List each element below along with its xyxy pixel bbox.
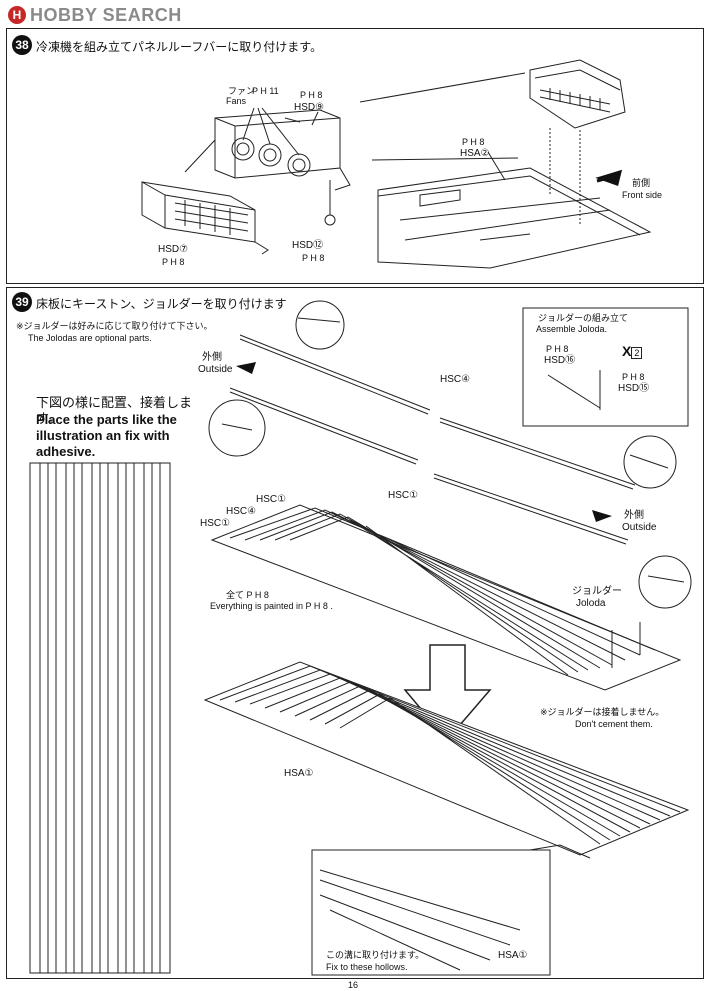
place-instruction-ja: 下図の様に配置、接着します。 xyxy=(36,395,193,426)
hsa1-label-b: HSA① xyxy=(498,950,528,961)
ph8-label-b: P H 8 xyxy=(162,257,185,267)
hobby-search-logo: H HOBBY SEARCH xyxy=(8,4,182,26)
hollow-note-en: Fix to these hollows. xyxy=(326,962,408,972)
hsd7-label: HSD⑦ xyxy=(158,244,189,255)
front-arrow xyxy=(595,169,623,186)
fans-label-ja: ファン xyxy=(228,86,256,96)
paint-note-ja: 全て P H 8 xyxy=(226,590,269,600)
outside-label-en-2: Outside xyxy=(622,522,657,533)
cooling-box-drawing xyxy=(141,181,269,255)
ph8-label-e: P H 8 xyxy=(546,344,569,354)
hsa2-label: HSA② xyxy=(460,148,490,159)
step-39-badge: 39 xyxy=(12,292,32,312)
joloda-label-ja: ジョルダー xyxy=(572,586,622,597)
no-cement-ja: ※ジョルダーは接着しません。 xyxy=(540,707,665,717)
floor-with-keystones-drawing xyxy=(210,504,682,691)
hsc1-label-b: HSC① xyxy=(256,494,287,505)
ph8-label-c: P H 8 xyxy=(302,253,325,263)
outside-label-ja-1: 外側 xyxy=(202,352,222,363)
step-39-panel xyxy=(6,287,704,979)
ph8-label-f: P H 8 xyxy=(622,372,645,382)
refrigerator-unit-drawing xyxy=(529,59,626,129)
ph8-label-a: P H 8 xyxy=(300,90,323,100)
step-38-title: 冷凍機を組み立てパネルルーフバーに取り付けます。 xyxy=(36,40,323,54)
hsc4-label-a: HSC④ xyxy=(440,374,471,385)
hsd9-label: HSD⑨ xyxy=(294,102,325,113)
hsd16-label: HSD⑯ xyxy=(544,355,576,366)
hsc4-label-b: HSC④ xyxy=(226,506,257,517)
hsd15-label: HSD⑮ xyxy=(618,383,650,394)
joloda-optional-en: The Jolodas are optional parts. xyxy=(28,333,152,343)
hsd12-label: HSD⑫ xyxy=(292,240,324,251)
step-38-badge: 38 xyxy=(12,35,32,55)
logo-mark: H xyxy=(8,6,26,24)
assemble-joloda-en: Assemble Joloda. xyxy=(536,324,608,334)
logo-text: HOBBY SEARCH xyxy=(30,4,182,25)
quantity-x-letter: X xyxy=(622,343,632,359)
ph8-label-d: P H 8 xyxy=(462,137,485,147)
step-39-title: 床板にキーストン、ジョルダーを取り付けます xyxy=(36,297,287,311)
quantity-x-count: 2 xyxy=(631,347,643,359)
paint-note-en: Everything is painted in P H 8 . xyxy=(210,601,333,611)
floor-plan-view-drawing xyxy=(29,462,171,974)
floor-plate-drawing xyxy=(203,661,690,856)
outside-arrow-1 xyxy=(236,362,256,374)
ph11-label: P H 11 xyxy=(252,86,279,96)
hsa1-label: HSA① xyxy=(284,768,314,779)
hollow-note-ja: この溝に取り付けます。 xyxy=(326,950,425,960)
joloda-label-en: Joloda xyxy=(576,598,606,609)
joloda-optional-ja: ※ジョルダーは好みに応じて取り付けて下さい。 xyxy=(16,321,213,331)
hsc1-label-c: HSC① xyxy=(200,518,231,529)
outside-label-en-1: Outside xyxy=(198,364,233,375)
fans-label-en: Fans xyxy=(226,96,247,106)
assemble-joloda-ja: ジョルダーの組み立て xyxy=(538,313,629,323)
page-number: 16 xyxy=(348,980,359,990)
no-cement-en: Don't cement them. xyxy=(575,719,653,729)
front-side-ja: 前側 xyxy=(632,178,651,188)
outside-label-ja-2: 外側 xyxy=(624,510,644,521)
step-38-panel xyxy=(6,28,704,284)
outside-arrow-2 xyxy=(592,510,612,522)
fan-unit-drawing xyxy=(214,109,351,191)
roof-panel-drawing xyxy=(377,167,652,269)
front-side-en: Front side xyxy=(622,190,663,200)
place-instruction-en: Place the parts like the illustration an… xyxy=(36,412,177,459)
hsc1-label-a: HSC① xyxy=(388,490,419,501)
